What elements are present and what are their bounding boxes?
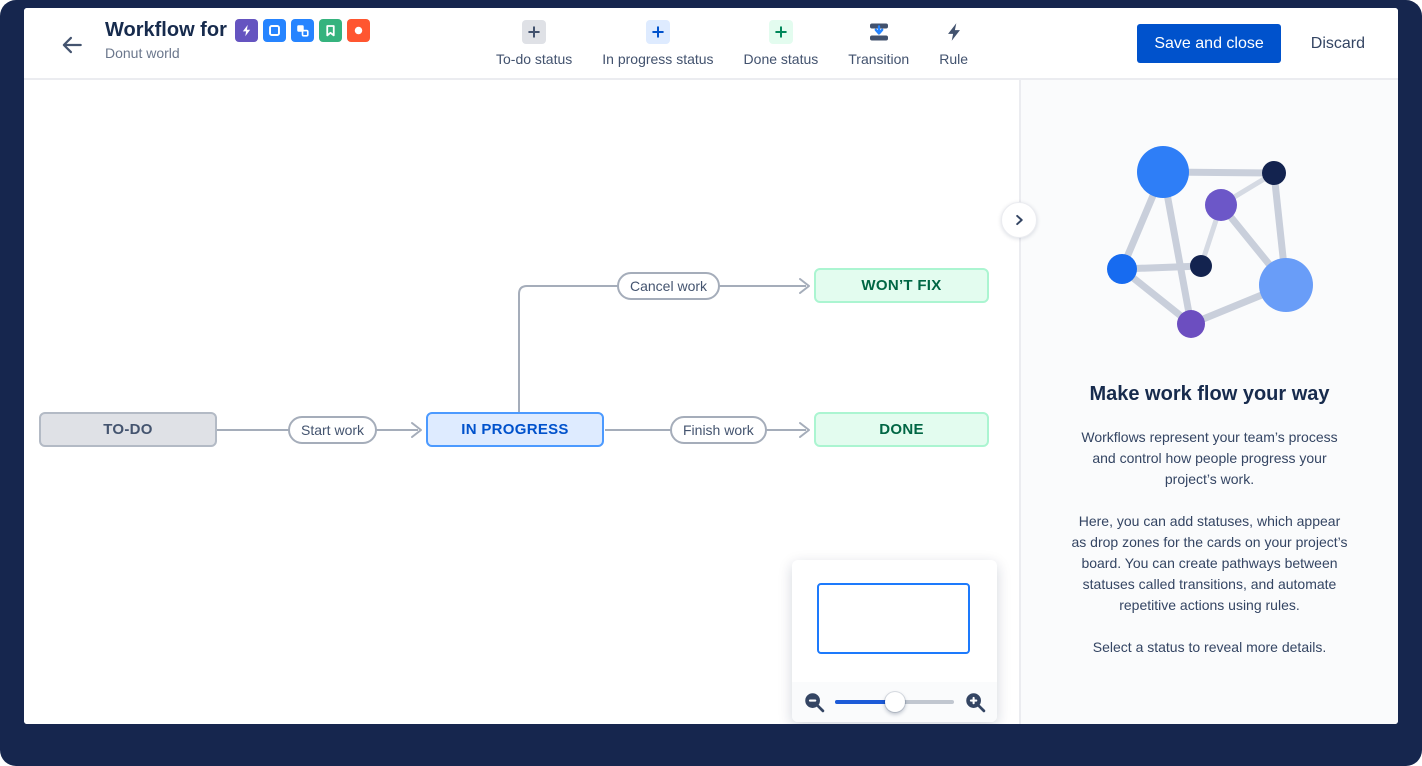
bookmark-icon bbox=[318, 19, 342, 42]
minimap-panel bbox=[792, 560, 997, 722]
page-subtitle: Donut world bbox=[105, 45, 180, 61]
status-node-done[interactable]: DONE bbox=[814, 412, 989, 447]
subtask-icon bbox=[290, 19, 314, 42]
save-and-close-button[interactable]: Save and close bbox=[1137, 24, 1281, 63]
header-bar: Workflow for bbox=[24, 8, 1398, 80]
status-node-wont-fix[interactable]: WON’T FIX bbox=[814, 268, 989, 303]
zoom-slider-handle[interactable] bbox=[884, 692, 905, 712]
transition-icon bbox=[867, 20, 891, 44]
workflow-editor-window: Workflow for bbox=[24, 8, 1398, 724]
palette-toolbar: To-do status In progress status Done sta… bbox=[496, 20, 968, 67]
zoom-out-icon bbox=[804, 692, 824, 712]
plus-icon bbox=[522, 20, 547, 44]
zoom-in-button[interactable] bbox=[963, 690, 987, 714]
tool-label: To-do status bbox=[496, 51, 573, 67]
tool-label: Done status bbox=[743, 51, 819, 67]
sidebar-paragraph: Workflows represent your team’s process … bbox=[1081, 429, 1338, 487]
zoom-out-button[interactable] bbox=[802, 690, 826, 714]
add-todo-status-button[interactable]: To-do status bbox=[496, 20, 572, 67]
transition-pill-cancel-work[interactable]: Cancel work bbox=[617, 272, 721, 300]
status-node-todo[interactable]: TO-DO bbox=[39, 412, 217, 447]
zoom-in-icon bbox=[965, 692, 985, 712]
info-sidebar: Make work flow your way Workflows repres… bbox=[1021, 80, 1398, 724]
sidebar-paragraph: Here, you can add statuses, which appear… bbox=[1071, 513, 1348, 613]
workflow-canvas[interactable]: TO-DO IN PROGRESS DONE WON’T FIX Start w… bbox=[24, 80, 1019, 724]
zoom-slider-fill bbox=[835, 700, 895, 704]
circle-icon bbox=[346, 19, 370, 42]
bolt-icon bbox=[234, 19, 258, 42]
add-done-status-button[interactable]: Done status bbox=[743, 20, 819, 67]
sidebar-heading: Make work flow your way bbox=[1089, 383, 1330, 405]
task-square-icon bbox=[262, 19, 286, 42]
add-rule-button[interactable]: Rule bbox=[939, 20, 968, 67]
tool-label: Rule bbox=[939, 51, 969, 67]
panel-collapse-button[interactable] bbox=[1001, 202, 1037, 238]
issue-type-icons bbox=[234, 19, 370, 42]
minimap-viewport[interactable] bbox=[817, 583, 970, 654]
back-button[interactable] bbox=[58, 32, 86, 60]
add-transition-button[interactable]: Transition bbox=[848, 20, 909, 67]
title-block: Workflow for bbox=[105, 19, 370, 61]
plus-icon bbox=[645, 20, 670, 44]
transition-pill-start-work[interactable]: Start work bbox=[288, 416, 378, 444]
tool-label: Transition bbox=[848, 51, 910, 67]
transition-pill-finish-work[interactable]: Finish work bbox=[670, 416, 767, 444]
page-title: Workflow for bbox=[105, 19, 227, 41]
add-inprogress-status-button[interactable]: In progress status bbox=[602, 20, 714, 67]
arrow-left-icon bbox=[62, 36, 82, 54]
header-actions: Save and close Discard bbox=[1137, 24, 1365, 63]
zoom-bar bbox=[792, 682, 997, 722]
discard-button[interactable]: Discard bbox=[1310, 34, 1365, 52]
chevron-right-icon bbox=[1016, 214, 1023, 226]
tool-label: In progress status bbox=[602, 51, 714, 67]
status-node-in-progress[interactable]: IN PROGRESS bbox=[426, 412, 604, 447]
sidebar-paragraph: Select a status to reveal more details. bbox=[1092, 639, 1327, 655]
plus-icon bbox=[768, 20, 793, 44]
network-graph-illustration bbox=[1106, 146, 1313, 338]
lightning-icon bbox=[942, 20, 966, 44]
zoom-slider[interactable] bbox=[835, 692, 954, 712]
main-area: TO-DO IN PROGRESS DONE WON’T FIX Start w… bbox=[24, 80, 1398, 724]
panel-divider bbox=[1019, 80, 1021, 724]
